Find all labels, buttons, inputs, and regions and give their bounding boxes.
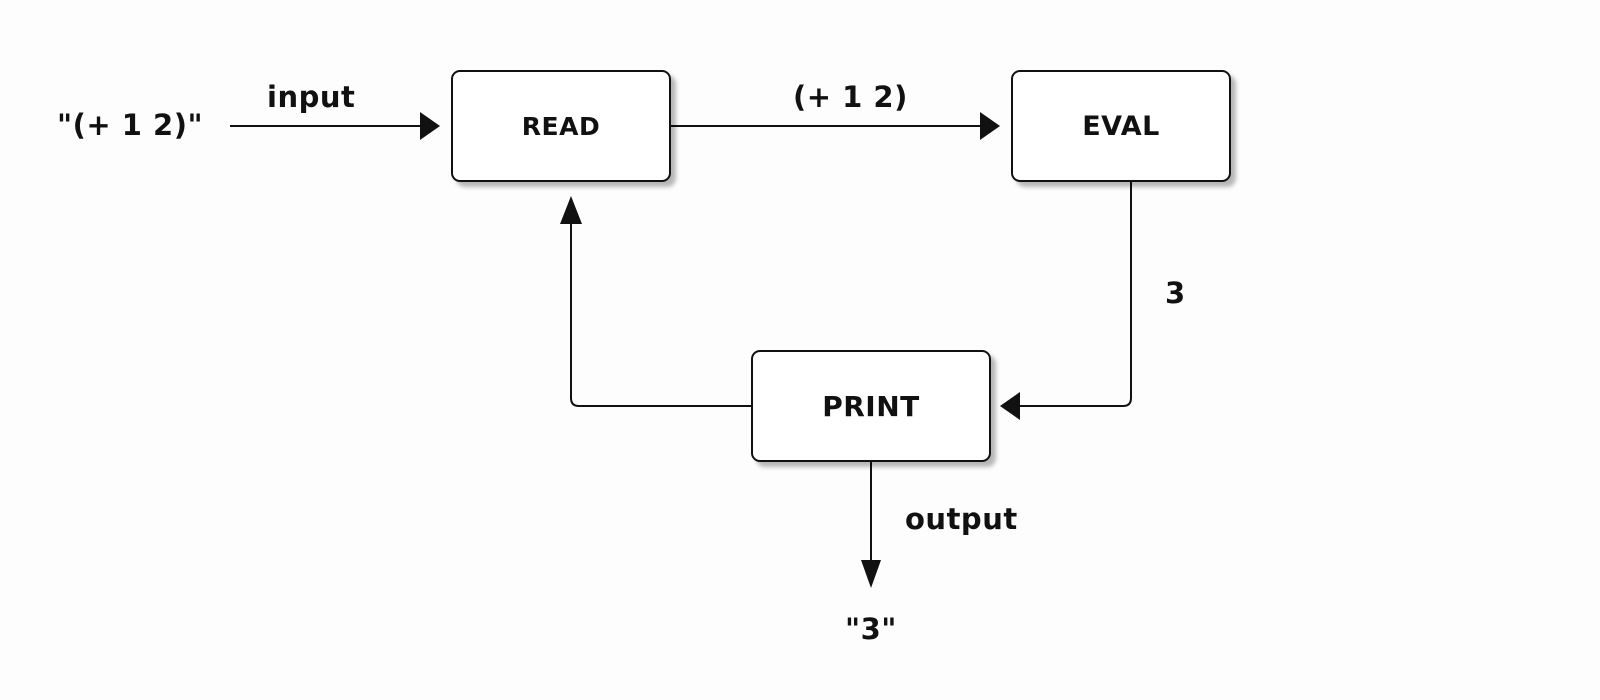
eval-to-print-edge-label: 3 [1165,276,1186,310]
arrowhead-print-to-read [560,196,582,224]
edge-eval-to-print [1000,182,1132,420]
arrowhead-print-to-output [861,560,881,588]
node-print-label: PRINT [822,389,920,423]
arrowhead-eval-to-print [1000,392,1020,420]
edge-read-to-eval [671,112,1000,140]
arrowhead-input-to-read [420,112,440,140]
edge-input-to-read [230,112,440,140]
edge-print-to-output [861,462,881,588]
edge-print-to-read [560,196,751,407]
read-to-eval-edge-label: (+ 1 2) [793,80,908,114]
node-read: READ [451,70,671,182]
node-eval-label: EVAL [1082,110,1160,142]
input-string-label: "(+ 1 2)" [57,108,204,142]
output-edge-label: output [905,502,1018,536]
arrowhead-read-to-eval [980,112,1000,140]
node-print: PRINT [751,350,991,462]
node-read-label: READ [521,111,601,141]
output-string-label: "3" [845,612,897,646]
node-eval: EVAL [1011,70,1231,182]
input-edge-label: input [267,80,356,114]
